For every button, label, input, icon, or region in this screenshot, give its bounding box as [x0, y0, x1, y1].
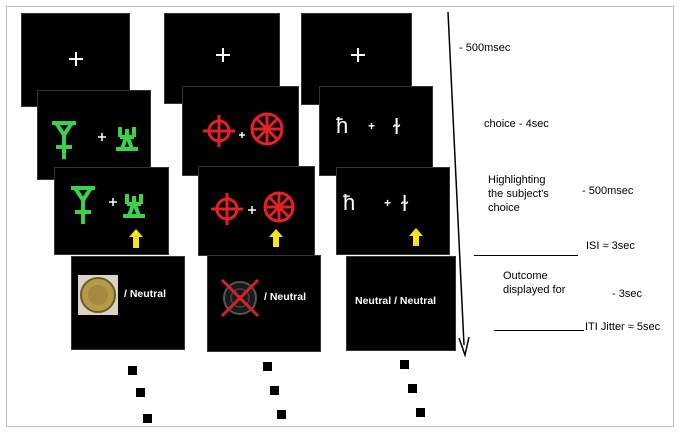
highlight-duration: - 500msec: [582, 185, 634, 197]
outcome-label-col3: Neutral / Neutral: [355, 295, 437, 307]
red-glyph-pair-highlighted: [211, 191, 295, 247]
green-glyph-pair: [52, 121, 138, 159]
fixation-cross: [69, 52, 83, 66]
choice-screen-col3: ħ + ɫ: [320, 87, 432, 175]
highlight-screen-col1: [55, 168, 168, 254]
fixation-plus: +: [368, 119, 376, 133]
crossed-coin-image: [220, 278, 260, 318]
fixation-cross: [351, 48, 365, 62]
figure-frame: [6, 6, 674, 427]
outcome-screen-col1: / Neutral: [72, 257, 184, 349]
continuation-dot: [408, 384, 417, 393]
continuation-dot: [277, 410, 286, 419]
continuation-dot: [263, 362, 272, 371]
continuation-dot: [136, 388, 145, 397]
highlight-screen-col3: ħ + ɫ: [337, 168, 449, 254]
coin-image: [78, 275, 118, 315]
outcome-screen-col2: / Neutral: [208, 256, 320, 351]
fixation-cross: [216, 48, 230, 62]
highlight-arrow-icon: [409, 228, 423, 246]
hebrew-glyph-left: ħ: [336, 113, 349, 138]
highlight-arrow-icon: [269, 229, 283, 247]
outcome-duration: - 3sec: [612, 288, 642, 300]
hebrew-glyph-right: ɫ: [393, 114, 401, 139]
highlight-label-line2: the subject's: [488, 188, 549, 200]
continuation-dot: [270, 386, 279, 395]
continuation-dot: [400, 360, 409, 369]
choice-duration: choice - 4sec: [484, 118, 549, 130]
red-glyph-pair: [203, 112, 284, 147]
outcome-label-line1: Outcome: [503, 270, 548, 282]
continuation-dot: [416, 408, 425, 417]
fixation-screen-col1: [22, 14, 129, 106]
highlight-label-line3: choice: [488, 202, 520, 214]
hebrew-glyph-left: ħ: [343, 190, 356, 215]
outcome-screen-col3: Neutral / Neutral: [347, 257, 455, 350]
choice-screen-col2: [183, 87, 298, 175]
isi-duration: ISI ≈ 3sec: [586, 240, 635, 252]
iti-duration: ITI Jitter ≈ 5sec: [585, 321, 661, 333]
continuation-dot: [128, 366, 137, 375]
hebrew-glyph-right: ɫ: [401, 191, 409, 216]
fixation-duration: - 500msec: [459, 42, 511, 54]
outcome-label-col2: / Neutral: [264, 291, 307, 303]
choice-screen-col1: [38, 91, 150, 179]
outcome-label-line2: displayed for: [503, 284, 566, 296]
fixation-plus: +: [384, 196, 392, 210]
iti-divider: [494, 330, 584, 331]
outcome-label-col1: / Neutral: [124, 288, 167, 300]
highlight-arrow-icon: [129, 229, 143, 248]
isi-divider: [474, 255, 578, 256]
highlight-label-line1: Highlighting: [488, 174, 546, 186]
continuation-dot: [143, 414, 152, 423]
green-glyph-pair-highlighted: [71, 186, 145, 248]
highlight-screen-col2: [199, 167, 314, 255]
